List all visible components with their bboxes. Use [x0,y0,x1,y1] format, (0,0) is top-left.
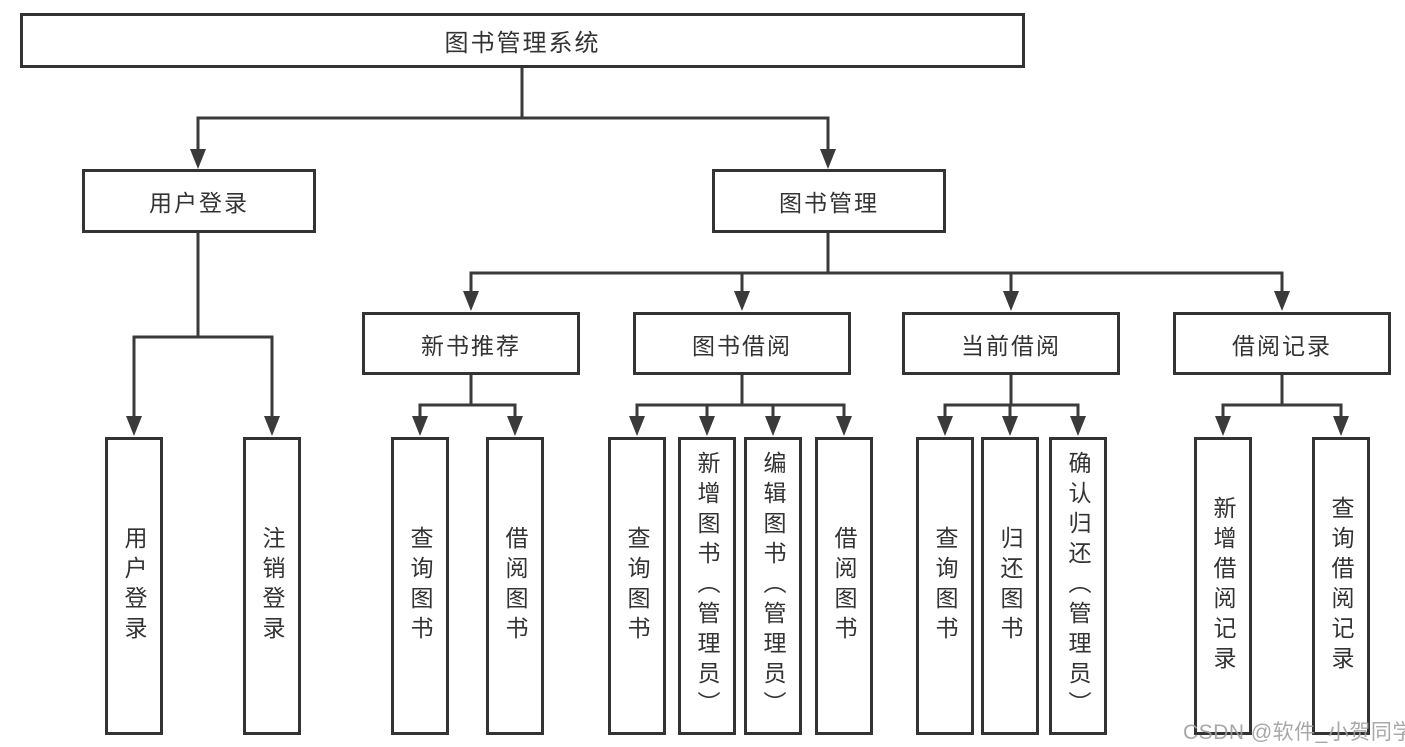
node-book-borrow: 图书借阅 [633,312,851,375]
leaf-user-login: 用户登录 [105,437,163,735]
leaf-add-borrow-record: 新增借阅记录 [1194,437,1252,735]
node-book-management: 图书管理 [712,169,946,233]
leaf-query-borrow-record: 查询借阅记录 [1312,437,1370,735]
leaf-query-book-borrow: 查询图书 [608,437,666,735]
leaf-return-book: 归还图书 [981,437,1039,735]
leaf-borrow-book-recommend: 借阅图书 [486,437,544,735]
arrow-down-icon [507,416,523,436]
arrow-down-icon [629,416,645,436]
leaf-logout: 注销登录 [243,437,301,735]
arrow-down-icon [820,149,836,169]
arrow-down-icon [699,416,715,436]
arrow-down-icon [765,416,781,436]
node-new-book-recommend: 新书推荐 [362,312,580,375]
leaf-query-book-current: 查询图书 [916,437,974,735]
node-borrow-records: 借阅记录 [1173,312,1391,375]
arrow-down-icon [412,416,428,436]
leaf-edit-book-admin: 编辑图书（管理员） [744,437,802,735]
arrow-down-icon [1274,291,1290,311]
node-current-borrow: 当前借阅 [902,312,1120,375]
connector-segments [132,64,1343,421]
node-root-system: 图书管理系统 [20,13,1025,68]
node-user-login: 用户登录 [82,169,316,233]
arrow-down-icon [1215,416,1231,436]
arrow-down-icon [836,416,852,436]
arrow-down-icon [264,416,280,436]
leaf-borrow-book: 借阅图书 [815,437,873,735]
leaf-confirm-return-admin: 确认归还（管理员） [1049,437,1107,735]
arrow-down-icon [1003,291,1019,311]
csdn-watermark: CSDN @软件_小贺同学 [1183,721,1405,744]
arrow-down-icon [734,291,750,311]
leaf-add-book-admin: 新增图书（管理员） [678,437,736,735]
arrow-down-icon [126,416,142,436]
arrow-down-icon [1333,416,1349,436]
arrow-down-icon [463,291,479,311]
arrow-down-icon [190,149,206,169]
arrowhead-icons [126,149,1349,436]
arrow-down-icon [937,416,953,436]
arrow-down-icon [1070,416,1086,436]
leaf-query-book-recommend: 查询图书 [391,437,449,735]
arrow-down-icon [1002,416,1018,436]
